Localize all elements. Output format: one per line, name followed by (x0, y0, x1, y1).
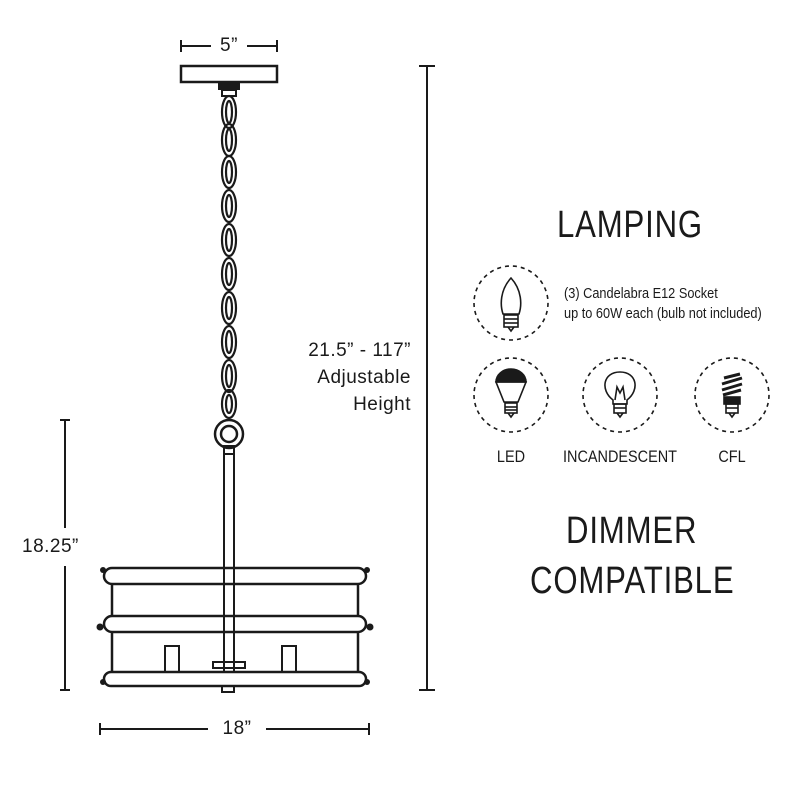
socket-info-line-1: (3) Candelabra E12 Socket (564, 285, 718, 302)
canopy (179, 64, 279, 84)
overall-height-dimension (419, 65, 435, 691)
cfl-label: CFL (718, 447, 746, 466)
canopy-width-dimension (180, 40, 278, 52)
candelabra-sockets (164, 645, 297, 673)
canopy-width-label: 5” (220, 35, 238, 56)
dimmer-line-1: DIMMER (566, 510, 698, 552)
incandescent-bulb-icon (582, 357, 658, 433)
socket-info-line-2: up to 60W each (bulb not included) (564, 305, 762, 322)
fixture-height-label: 18.25” (22, 536, 79, 557)
canopy-nipple (218, 82, 240, 90)
socket-cluster (212, 661, 246, 669)
led-label: LED (496, 447, 526, 466)
fixture-height-dimension (60, 419, 70, 691)
fixture-width-dimension (99, 723, 370, 735)
incandescent-label: INCANDESCENT (562, 447, 678, 466)
cfl-bulb-icon (694, 357, 770, 433)
height-range-label: 21.5” - 117” (308, 340, 411, 361)
dimmer-line-2: COMPATIBLE (530, 560, 735, 602)
drum-rivets (96, 567, 374, 685)
led-bulb-icon (473, 357, 549, 433)
adjustable-label: Adjustable (317, 367, 411, 388)
chain (220, 94, 238, 420)
height-label: Height (353, 394, 411, 415)
center-rod (223, 453, 235, 673)
fixture-width-label: 18” (222, 718, 252, 739)
candelabra-bulb-icon (473, 265, 549, 341)
lamping-title: LAMPING (557, 204, 703, 246)
loop-ring (213, 418, 245, 450)
